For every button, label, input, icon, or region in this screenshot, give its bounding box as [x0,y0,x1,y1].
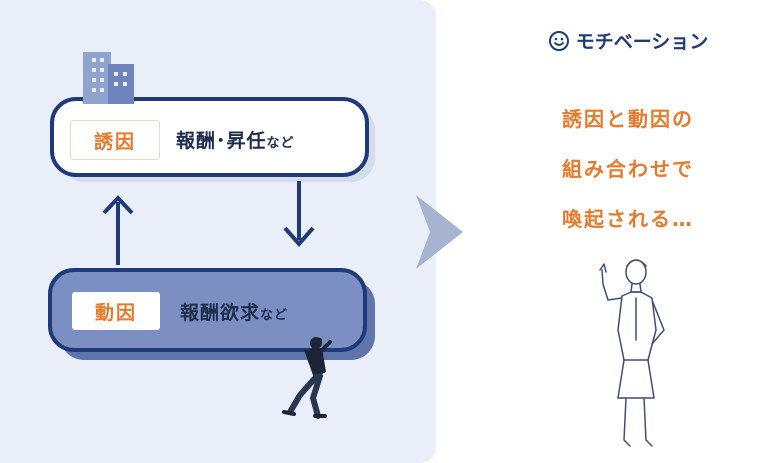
motivation-title: モチベーション [510,27,746,54]
description-line-1: 誘因と動因の [562,107,694,131]
next-chevron-icon [416,195,463,269]
incentive-label: 誘因 [70,120,160,160]
motive-box [48,268,367,352]
incentive-text-main: 報酬･昇任 [176,130,267,152]
businessman-pushing-icon [282,337,332,419]
smile-icon [548,30,569,51]
motive-text-main: 報酬欲求 [180,302,261,324]
motive-label: 動因 [72,292,160,330]
down-arrow-head [283,226,315,248]
incentive-text: 報酬･昇任など [176,126,295,153]
motive-text: 報酬欲求など [180,298,288,325]
diagram-panel [0,0,436,463]
description-line-3: 喚起される… [562,207,694,231]
businesswoman-pointing-icon [599,259,665,447]
incentive-text-suffix: など [266,136,295,151]
office-building-icon [83,52,134,104]
up-arrow-head [102,195,134,215]
description-line-2: 組み合わせで [562,157,694,181]
motivation-title-text: モチベーション [575,31,709,53]
motive-text-suffix: など [260,308,289,323]
